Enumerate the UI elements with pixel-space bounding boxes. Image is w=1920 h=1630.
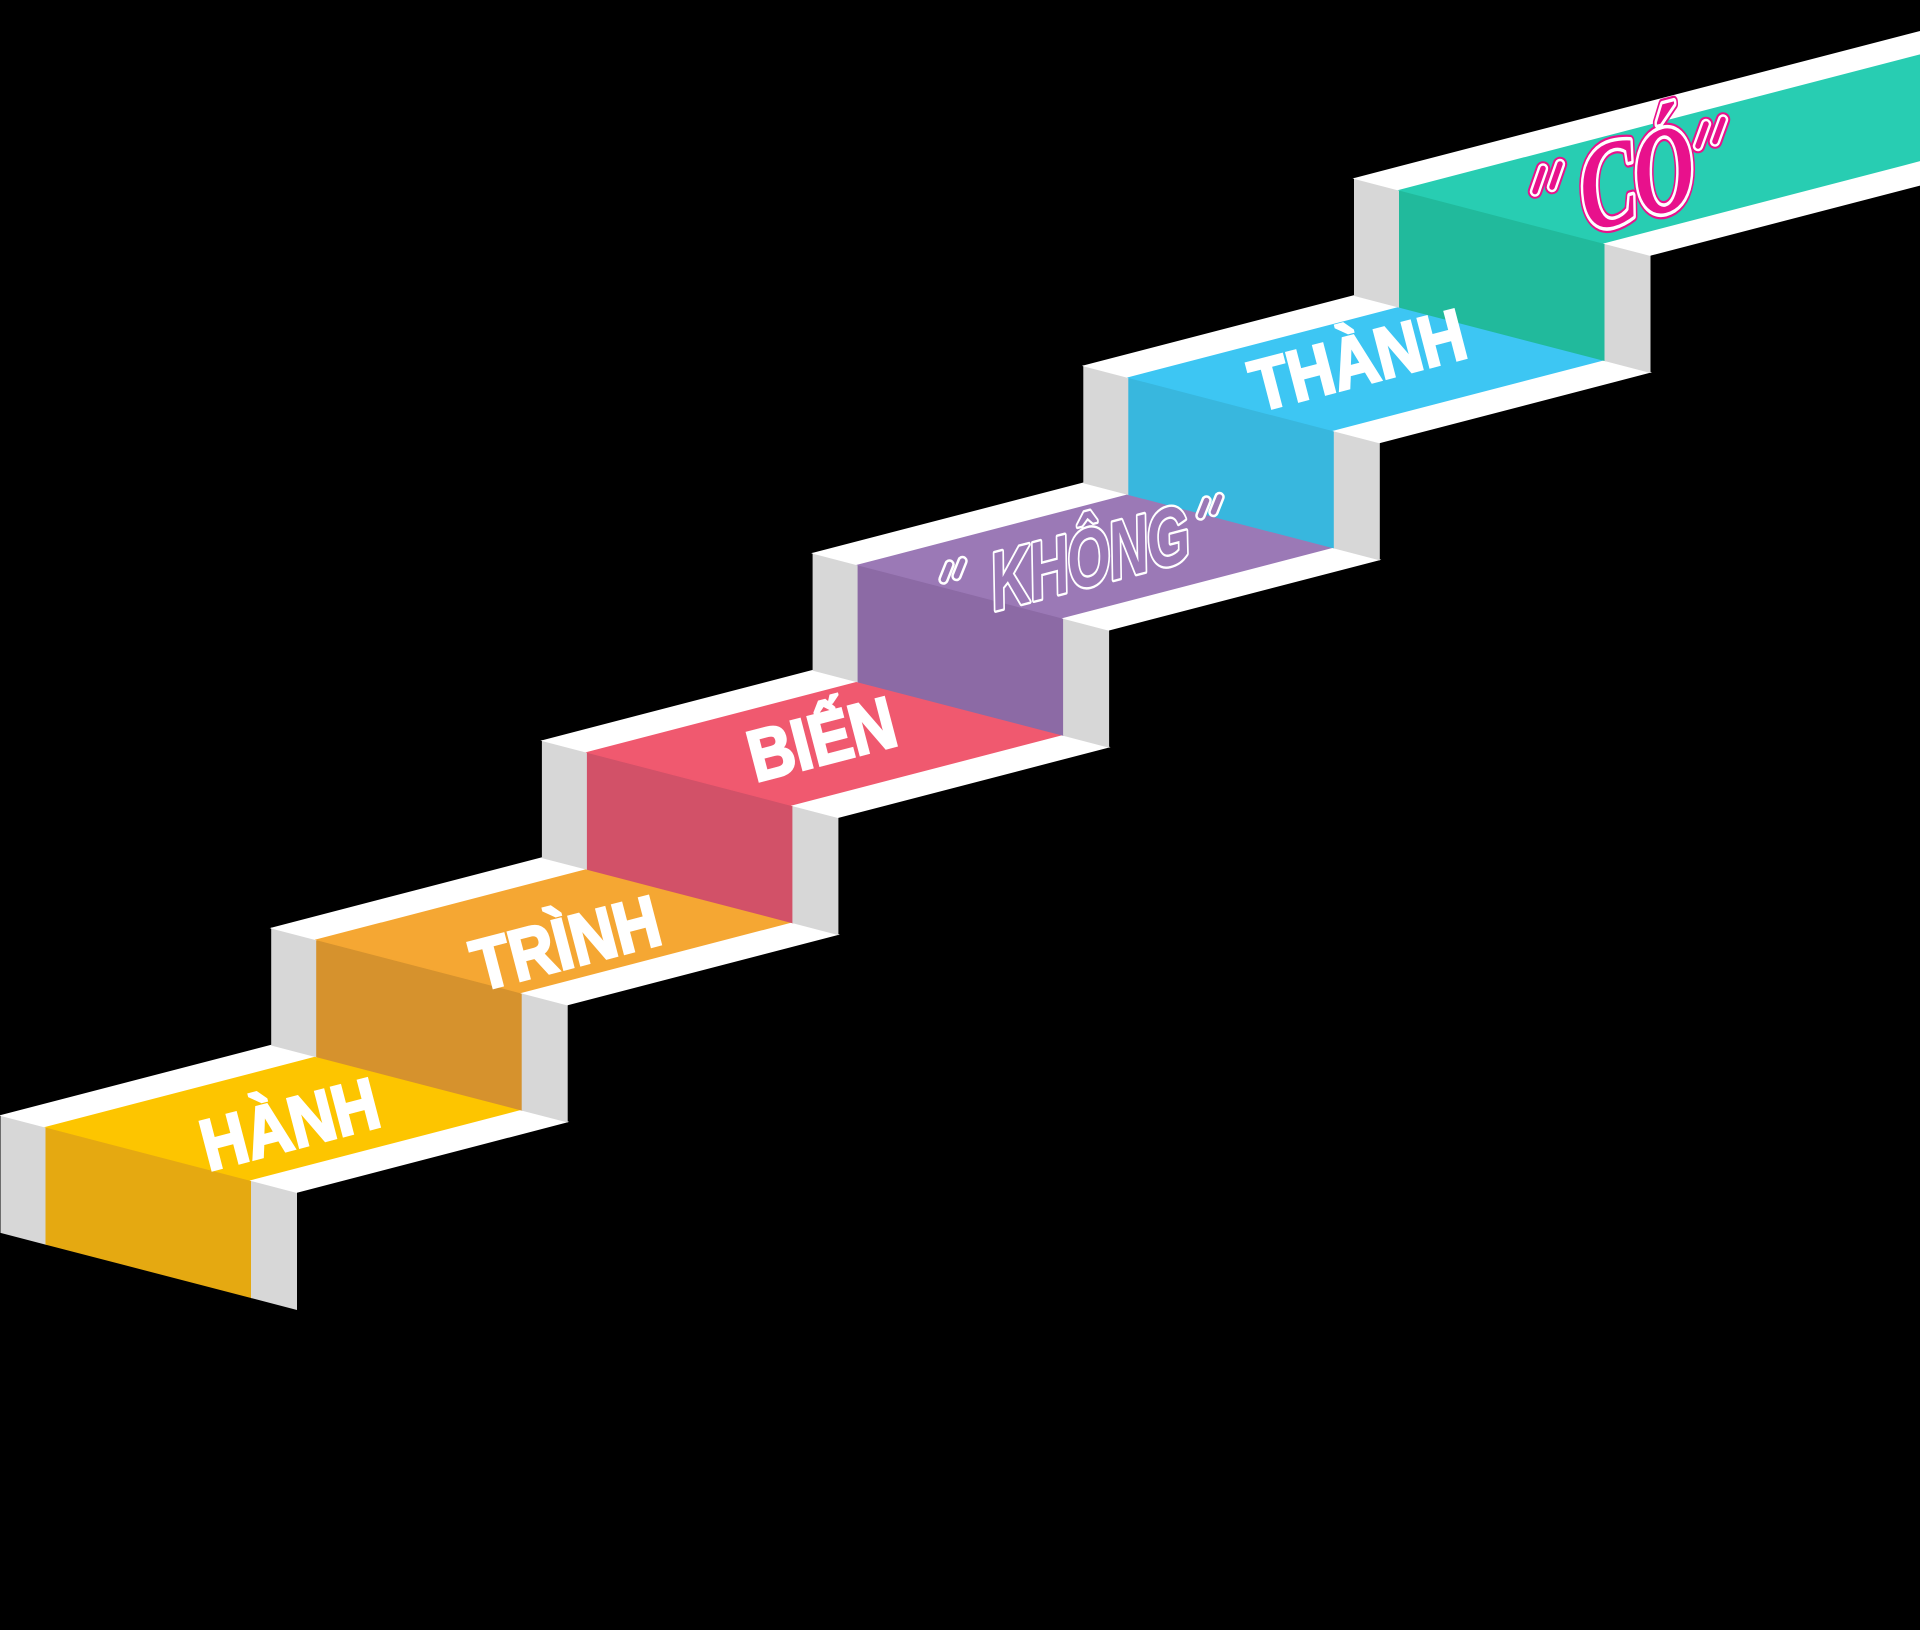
svg-text:CÓ: CÓ (1570, 95, 1702, 258)
svg-text:CÓ: CÓ (1570, 95, 1702, 258)
